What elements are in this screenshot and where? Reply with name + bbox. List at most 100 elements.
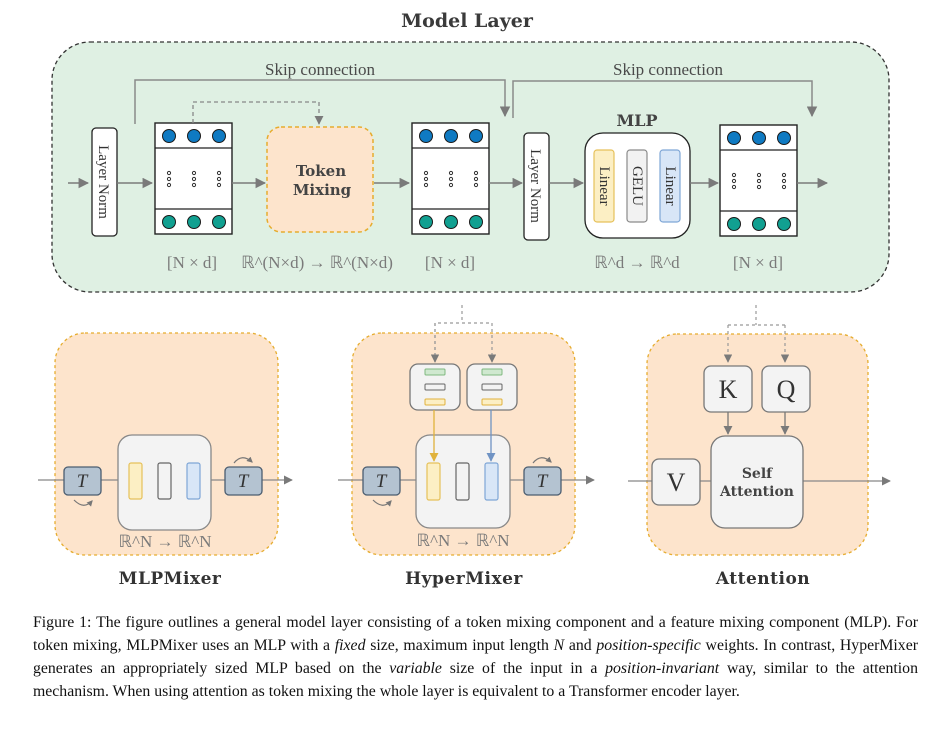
ellipsis-dot [473,182,479,188]
token-bottom-1 [444,215,458,229]
svg-text:T: T [376,471,388,492]
layer-norm-2: Layer Norm [523,132,550,241]
model-layer-diagram: Model Layer Skip connection Skip connect… [38,10,891,589]
svg-text:T: T [77,471,89,492]
svg-text:T: T [537,471,549,492]
ellipsis-dot [448,170,454,176]
ellipsis-dot [166,176,172,182]
query-box: Q [761,365,811,413]
token-matrix-2 [411,122,490,235]
skip-connection-2 [512,80,818,118]
token-top-0 [419,129,433,143]
mlpmixer-title: MLPMixer [119,569,222,589]
token-bottom-2 [777,217,791,231]
ellipsis-dot [423,170,429,176]
ellipsis-dot [781,184,787,190]
ellipsis-dot [191,182,197,188]
caption-label: Figure 1: [33,614,92,631]
token-matrix-1 [154,122,233,235]
hypermixer-map: ℝ^N → ℝ^N [417,531,510,550]
ellipsis-dot [448,176,454,182]
ellipsis-dot [216,170,222,176]
token-top-2 [469,129,483,143]
token-mixing-block: Token Mixing [266,126,374,233]
shape-label-3: [N × d] [733,253,783,272]
hypernetwork-1 [409,363,461,411]
token-bottom-0 [162,215,176,229]
svg-text:Linear: Linear [596,166,612,205]
token-matrix-3 [719,124,798,237]
svg-text:Token: Token [296,162,346,180]
transpose-out: T [523,456,562,496]
token-top-1 [752,131,766,145]
mlpmixer-map: ℝ^N → ℝ^N [119,532,212,551]
ellipsis-dot [423,182,429,188]
svg-text:GELU: GELU [629,166,645,206]
svg-text:Mixing: Mixing [293,181,352,199]
transpose-in: T [362,466,401,507]
ellipsis-dot [756,178,762,184]
token-mixing-map: ℝ^(N×d) → ℝ^(N×d) [241,253,393,272]
shape-label-2: [N × d] [425,253,475,272]
ellipsis-dot [166,170,172,176]
svg-text:Q: Q [777,375,796,404]
ellipsis-dot [731,172,737,178]
svg-text:Linear: Linear [662,166,678,205]
ellipsis-dot [448,182,454,188]
ellipsis-dot [191,170,197,176]
mlp-block: MLP Linear GELU Linear [584,111,691,239]
hypermixer-panel: T T ℝ^N → ℝ^N [338,305,595,556]
token-top-0 [162,129,176,143]
ellipsis-dot [473,176,479,182]
token-top-2 [777,131,791,145]
token-bottom-0 [727,217,741,231]
transpose-out: T [224,456,263,496]
mlp-linear-1 [593,149,615,223]
hypermixer-title: HyperMixer [405,569,523,589]
ellipsis-dot [756,184,762,190]
ellipsis-dot [473,170,479,176]
token-bottom-2 [469,215,483,229]
skip-connection-1 [134,79,511,124]
ellipsis-dot [781,172,787,178]
token-bottom-1 [752,217,766,231]
skip-connection-label-2: Skip connection [613,60,724,79]
ellipsis-dot [781,178,787,184]
svg-text:Self: Self [742,466,773,482]
ellipsis-dot [731,184,737,190]
mlp-linear-2 [659,149,681,223]
ellipsis-dot [423,176,429,182]
value-box: V [651,458,701,506]
token-bottom-1 [187,215,201,229]
svg-text:V: V [667,468,686,497]
attention-title: Attention [715,569,810,589]
mlp-title: MLP [617,111,658,130]
svg-text:T: T [238,471,250,492]
ellipsis-dot [166,182,172,188]
model-layer-title: Model Layer [401,10,534,32]
self-attention-box: Self Attention [710,435,804,529]
mlpmixer-panel: T T ℝ^N → ℝ^N [38,332,293,556]
token-top-1 [444,129,458,143]
figure-caption: Figure 1: The figure outlines a general … [33,614,919,700]
skip-connection-label-1: Skip connection [265,60,376,79]
token-top-0 [727,131,741,145]
svg-text:K: K [719,375,738,404]
ellipsis-dot [191,176,197,182]
ellipsis-dot [216,176,222,182]
layer-norm-1: Layer Norm [91,127,118,237]
svg-text:Attention: Attention [719,484,794,500]
svg-text:Layer Norm: Layer Norm [95,145,111,219]
svg-text:Layer Norm: Layer Norm [527,149,543,223]
attention-panel: K Q V Self Attention [628,305,891,556]
hypernetwork-2 [466,363,518,411]
transpose-in: T [63,466,102,507]
ellipsis-dot [216,182,222,188]
ellipsis-dot [731,178,737,184]
token-top-2 [212,129,226,143]
mlp-map: ℝ^d → ℝ^d [594,253,680,272]
shape-label-1: [N × d] [167,253,217,272]
ellipsis-dot [756,172,762,178]
token-top-1 [187,129,201,143]
token-bottom-0 [419,215,433,229]
